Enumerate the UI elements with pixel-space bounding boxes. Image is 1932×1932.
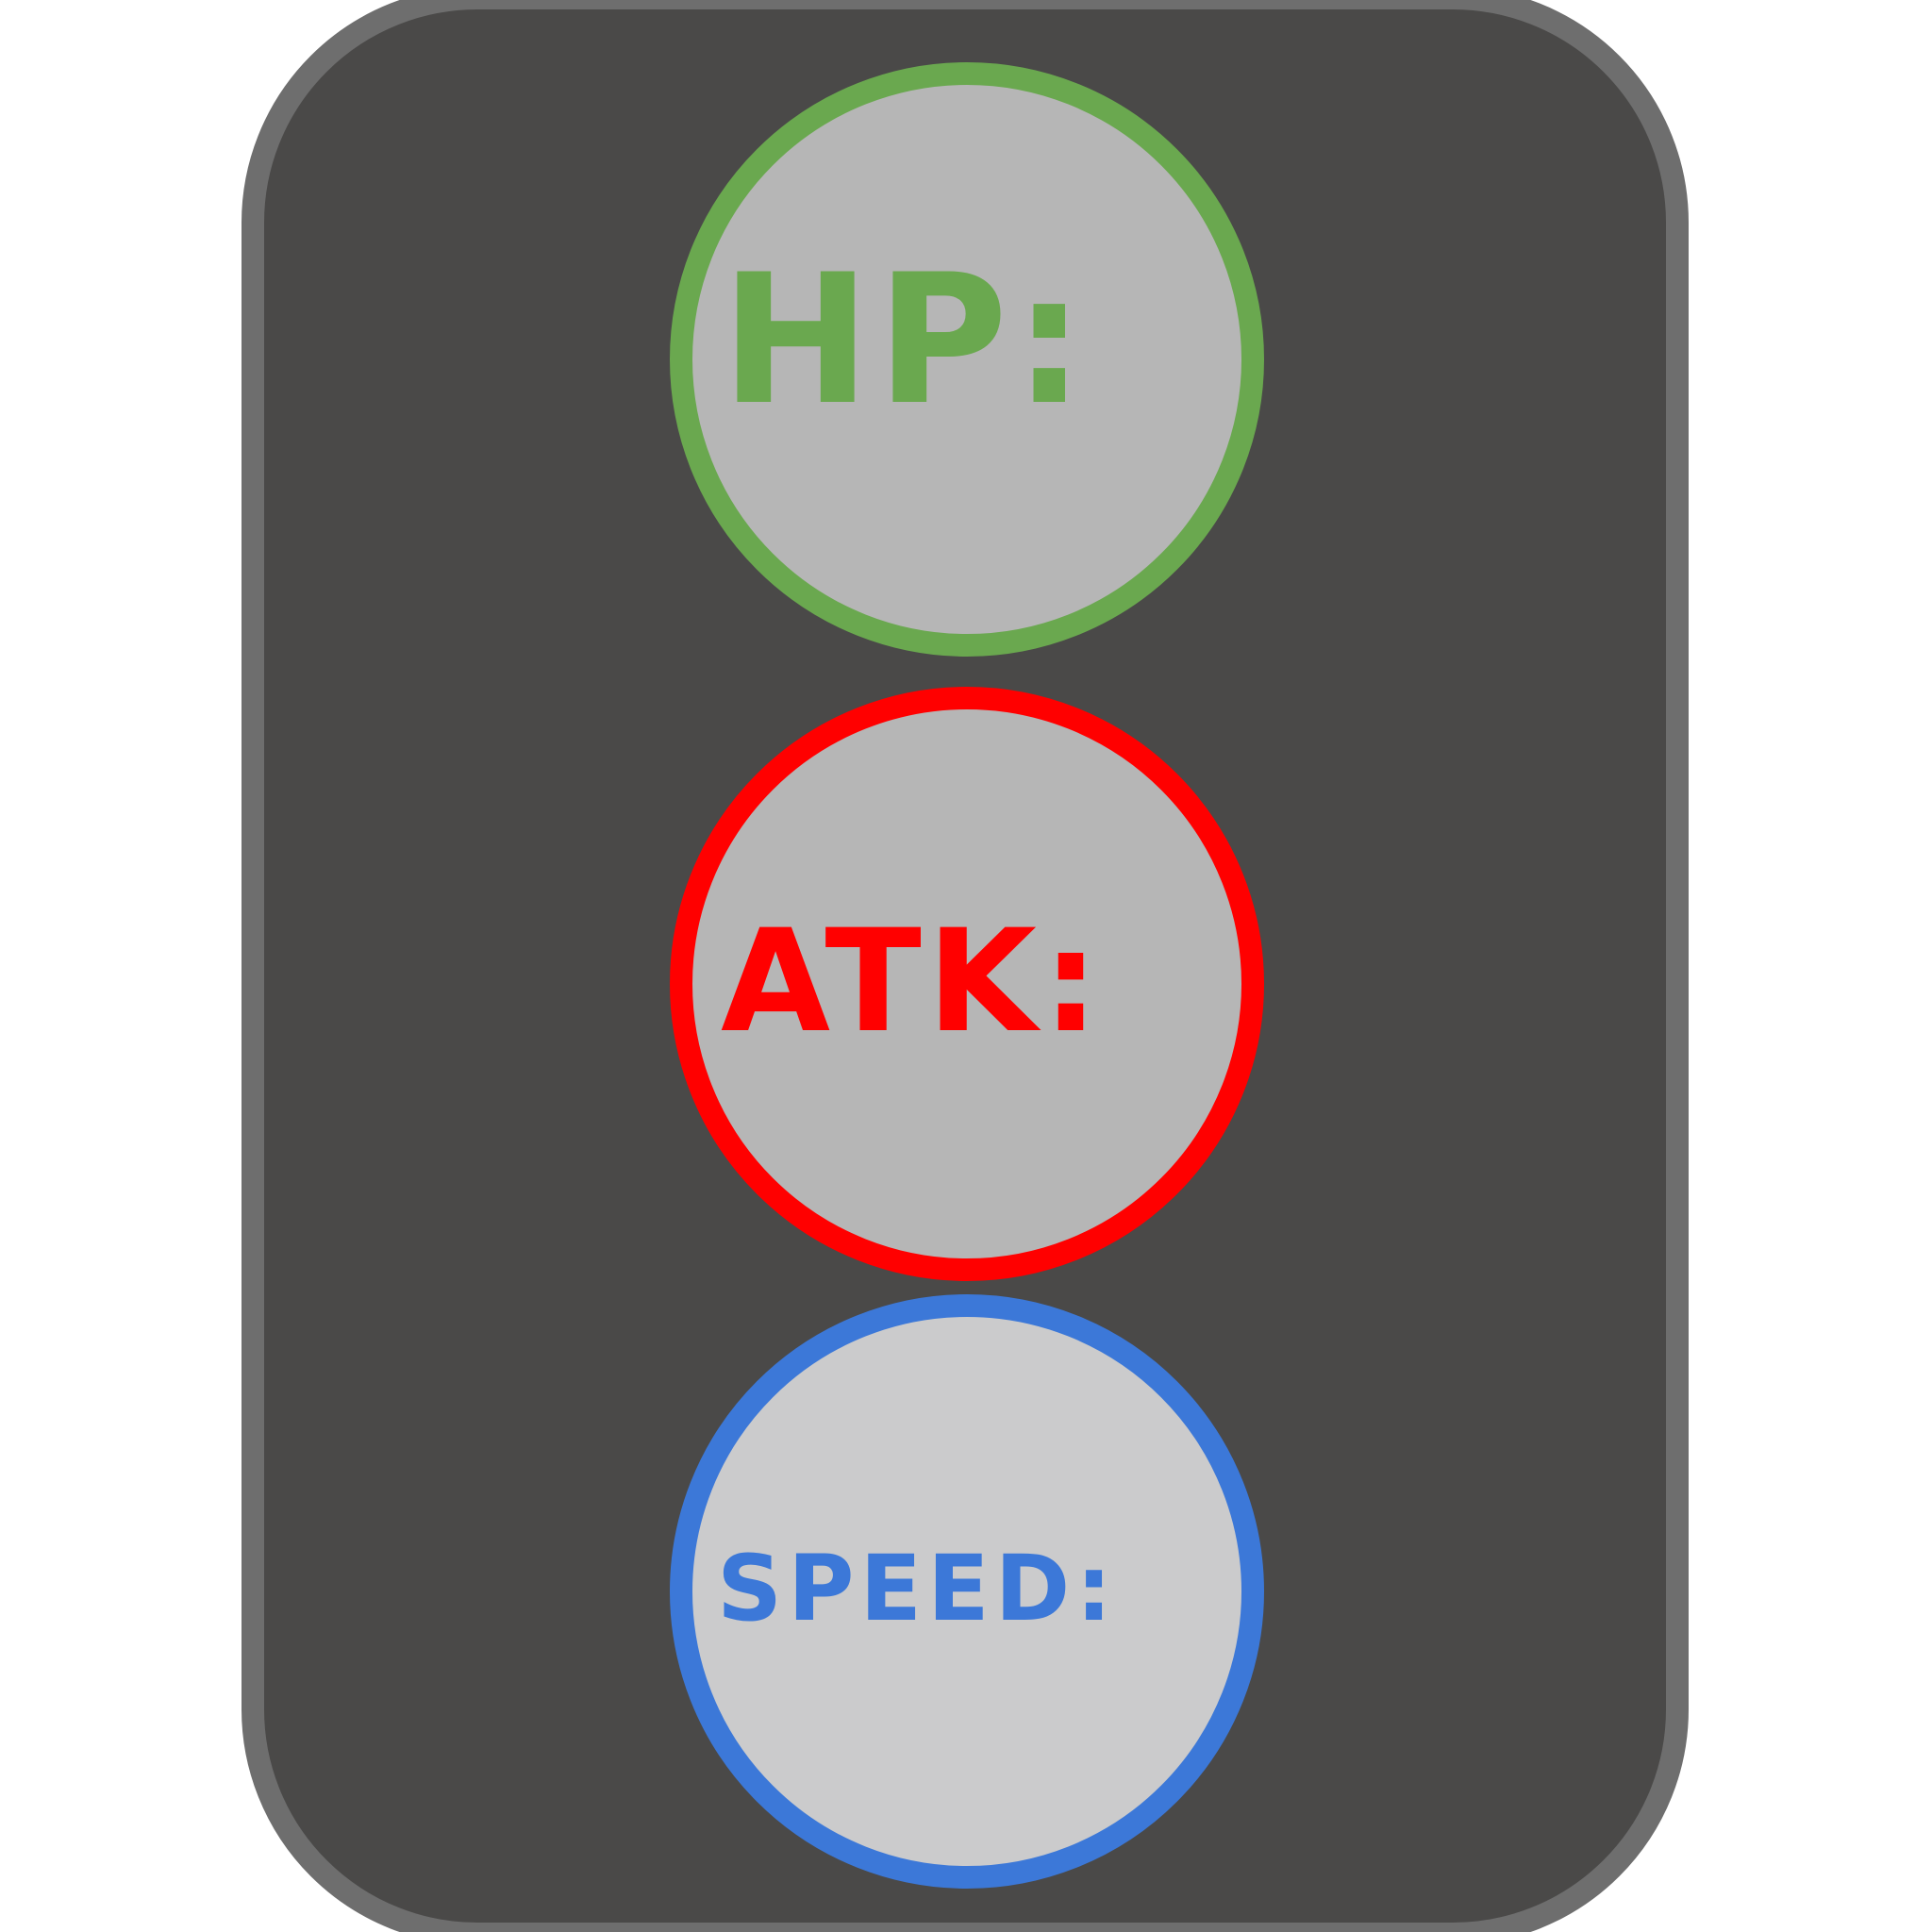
hp-stat-label: HP:: [721, 236, 1091, 444]
speed-stat-label: SPEED:: [717, 1536, 1118, 1641]
atk-stat-label: ATK:: [721, 900, 1105, 1064]
